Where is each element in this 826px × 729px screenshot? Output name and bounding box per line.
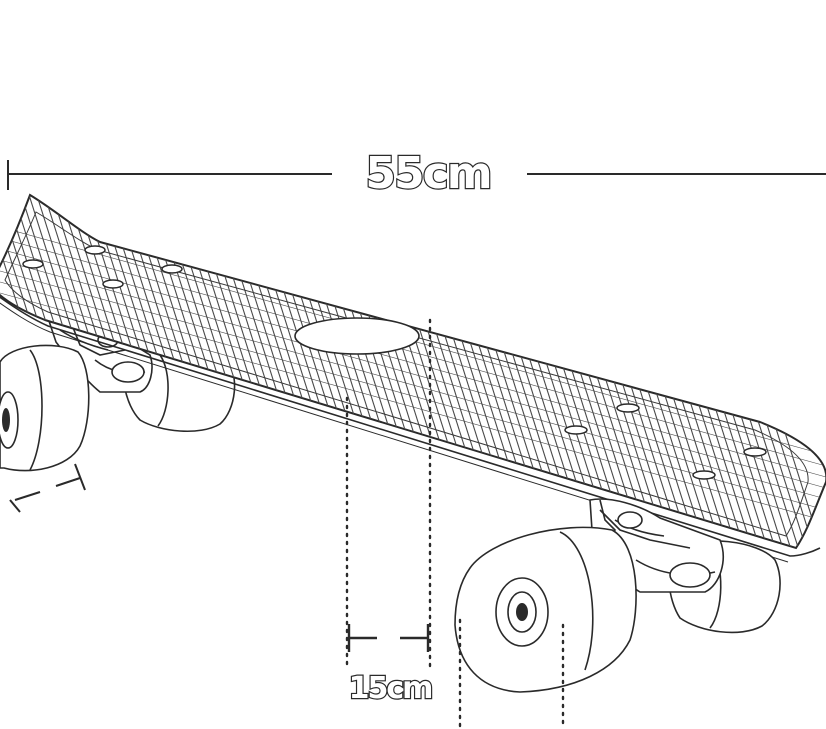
length-label: 55cm <box>365 148 490 199</box>
grip-line <box>0 270 826 500</box>
length-dimension: 55cm <box>7 147 826 200</box>
deck-center-logo <box>294 317 420 355</box>
skateboard-deck <box>0 193 826 563</box>
grip-line <box>0 259 826 489</box>
bolt-hole <box>564 425 588 435</box>
deck-bolt-holes <box>22 245 767 480</box>
deck-grip-pattern <box>0 195 826 548</box>
truck-width-dimension <box>345 318 565 729</box>
grip-line <box>0 248 826 478</box>
bolt-hole <box>84 245 106 255</box>
bolt-hole <box>161 264 183 274</box>
bolt-hole <box>743 447 767 457</box>
bolt-hole <box>102 279 124 289</box>
truck-width-label: 15cm <box>349 671 432 706</box>
bolt-hole <box>616 403 640 413</box>
grip-line <box>0 292 826 522</box>
bolt-hole <box>692 470 716 480</box>
grip-line <box>0 281 826 511</box>
deck-side-edge <box>0 296 821 557</box>
rear-near-wheel <box>0 344 90 472</box>
bolt-hole <box>22 259 44 269</box>
rear-wheel-width-marker <box>9 463 86 513</box>
grip-line <box>0 237 826 467</box>
front-truck <box>454 498 781 693</box>
deck-inner-border <box>4 211 809 537</box>
rear-truck <box>0 316 236 513</box>
grip-line <box>29 195 91 363</box>
